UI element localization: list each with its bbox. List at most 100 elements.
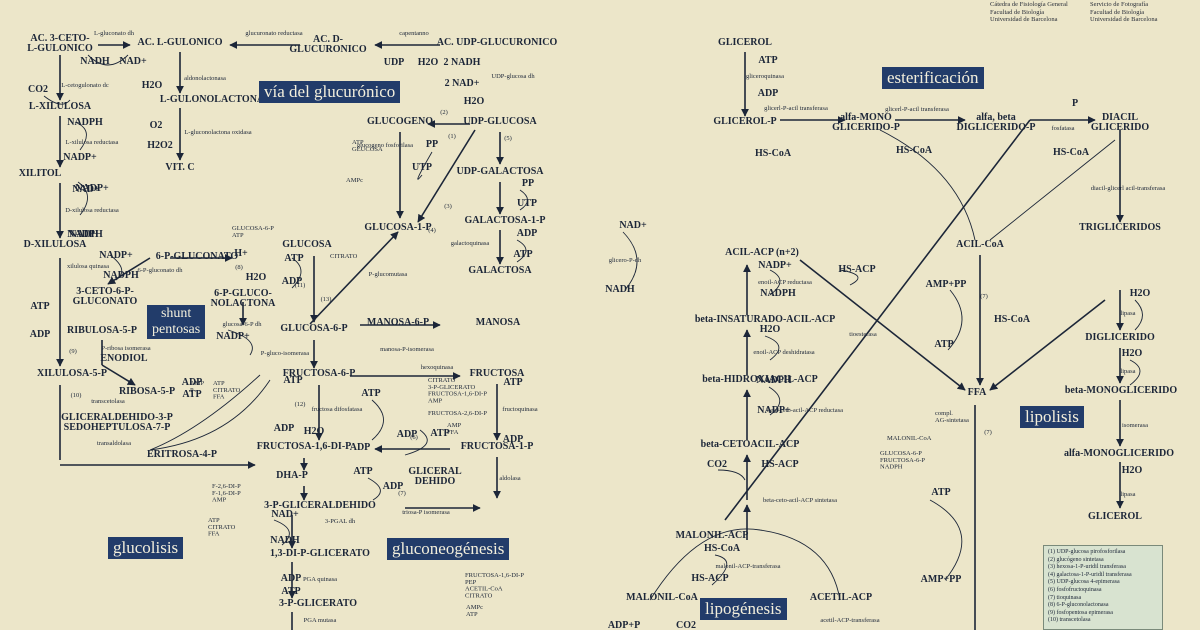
cofactor-label: ADP (30, 329, 51, 340)
metabolite-label: ACIL-CoA (956, 239, 1005, 250)
cofactor-curve (109, 254, 123, 281)
cofactor-label: H2O (304, 426, 325, 437)
metabolite-label: AC. D- (313, 34, 343, 45)
regulator-label: CITRATO (465, 592, 493, 599)
legend-item: (7) tioquinasa (1048, 594, 1082, 601)
cofactor-label: ATP (934, 339, 953, 350)
cofactor-label: ADP (758, 88, 779, 99)
regulator-label: CITRATO (213, 387, 241, 394)
metabolite-label: 3-P-GLICERALDEHIDO (264, 500, 376, 511)
reaction-arrow (417, 129, 476, 223)
metabolite-label: GLUCOGENO (367, 116, 433, 127)
cofactor-label: NADP+ (758, 260, 792, 271)
enzyme-label: 6-P-gluconato dh (138, 267, 184, 274)
cofactor-label: ATP (281, 586, 300, 597)
banner-shunt-pentosas: shunt pentosas (147, 305, 206, 339)
cofactor-label: HS-CoA (704, 543, 741, 554)
legend-item: (6) fosfofructoquinasa (1048, 586, 1102, 593)
cofactor-label: ATP (430, 428, 449, 439)
credit-line: Cátedra de Fisiología General (990, 1, 1068, 8)
step-number: (6) (410, 434, 418, 441)
enzyme-label: capentanno (399, 30, 429, 37)
enzyme-label: beta-ceto-acil-ACP sintetasa (763, 497, 837, 504)
metabolite-label: DEHIDO (415, 476, 456, 487)
cofactor-curve (149, 374, 271, 451)
enzyme-label: fructosa difosfatasa (312, 406, 363, 413)
metabolite-label: 1,3-DI-P-GLICERATO (270, 548, 370, 559)
cofactor-label: 2 NADH (444, 57, 481, 68)
metabolite-label: GLICERALDEHIDO-3-P (61, 412, 173, 423)
metabolite-label: ENODIOL (100, 353, 148, 364)
step-number: (13) (321, 296, 332, 303)
metabolite-label: GLUCOSA-1-P (364, 222, 431, 233)
metabolite-label: AC. UDP-GLUCURONICO (437, 37, 558, 48)
cofactor-label: H2O (246, 272, 267, 283)
enzyme-label: D-xilulosa reductasa (65, 207, 119, 214)
enzyme-label: transaldolasa (97, 440, 131, 447)
metabolite-label: GLUCOSA-6-P (280, 323, 347, 334)
enzyme-label: beta-ceto-acil-ACP reductasa (767, 407, 843, 414)
cofactor-label: NADH (270, 535, 300, 546)
metabolite-label: 3-P-GLICERATO (279, 598, 357, 609)
metabolite-label: UDP-GALACTOSA (456, 166, 544, 177)
metabolite-label: GALACTOSA (468, 265, 532, 276)
cofactor-label: ADP+P (608, 620, 640, 630)
cofactor-label: NADH (80, 56, 110, 67)
regulator-label: AMPc (466, 604, 483, 611)
enzyme-label: manosa-P-isomerasa (380, 346, 434, 353)
cofactor-label: H2O (1130, 288, 1151, 299)
regulator-label: AG-sintetasa (935, 417, 969, 424)
credit-line: Servicio de Fotografía (1090, 1, 1149, 8)
metabolite-label: D-XILULOSA (24, 239, 88, 250)
cofactor-label: 2 NAD+ (445, 78, 480, 89)
metabolite-label: GLUCOSA (282, 239, 332, 250)
cofactor-label: ADP (517, 228, 538, 239)
metabolite-label: GLUCURONICO (289, 44, 366, 55)
metabolite-label: SEDOHEPTULOSA-7-P (64, 422, 171, 433)
metabolite-label: DIGLICERIDO-P (957, 122, 1036, 133)
legend-item: (8) 6-P-gluconolactonasa (1048, 602, 1109, 609)
metabolite-label: UDP-GLUCOSA (463, 116, 537, 127)
regulator-label: ATP (352, 139, 364, 146)
metabolite-label: GLICERIDO-P (832, 122, 900, 133)
cofactor-label: ATP (353, 466, 372, 477)
reaction-arrow (107, 257, 151, 285)
enzyme-label: L-gluconolactona oxidasa (184, 129, 251, 136)
metabolite-label: DIACIL (1102, 112, 1138, 123)
cofactor-curve (764, 335, 780, 361)
metabolite-label: alfa-MONOGLICERIDO (1064, 448, 1174, 459)
cofactor-label: HS-ACP (691, 573, 728, 584)
metabolite-label: 3-CETO-6-P- (76, 286, 134, 297)
cofactor-label: ATP (513, 249, 532, 260)
enzyme-label: P-gluco-isomerasa (261, 350, 309, 357)
cofactor-label: AMP+PP (926, 279, 967, 290)
step-number: (10) (71, 392, 82, 399)
legend-item: (3) hexosa-1-P-uridil transferasa (1048, 564, 1126, 571)
cofactor-label: ADP (503, 434, 524, 445)
metabolite-label: XILULOSA-5-P (37, 368, 107, 379)
cofactor-curve (43, 95, 71, 105)
cofactor-curve (273, 519, 290, 546)
regulator-label: AMPc (346, 177, 363, 184)
regulator-label: FFA (447, 429, 459, 436)
regulator-label: FRUCTOSA-1,6-DI-P (428, 391, 487, 398)
cofactor-label: H2O (142, 80, 163, 91)
cofactor-curve (291, 257, 302, 289)
cofactor-label: NADPH (756, 375, 792, 386)
metabolite-label: GLICEROL (718, 37, 772, 48)
metabolite-label: beta-INSATURADO-ACIL-ACP (695, 314, 835, 325)
reaction-arrow (989, 299, 1106, 391)
legend-item: (4) galactosa-1-P-uridil transferasa (1048, 571, 1132, 578)
step-number: (7) (984, 429, 992, 436)
cofactor-curve (87, 54, 129, 66)
cofactor-label: HS-ACP (761, 459, 798, 470)
regulator-label: AMP (428, 397, 442, 404)
cofactor-curve (717, 469, 746, 481)
cofactor-curve (367, 477, 381, 501)
metabolite-label: alfa-MONO (840, 112, 892, 123)
cofactor-label: ADP (282, 276, 303, 287)
cofactor-label: HS-CoA (755, 148, 792, 159)
step-number: (5) (504, 135, 512, 142)
cofactor-label: ATP (283, 375, 302, 386)
